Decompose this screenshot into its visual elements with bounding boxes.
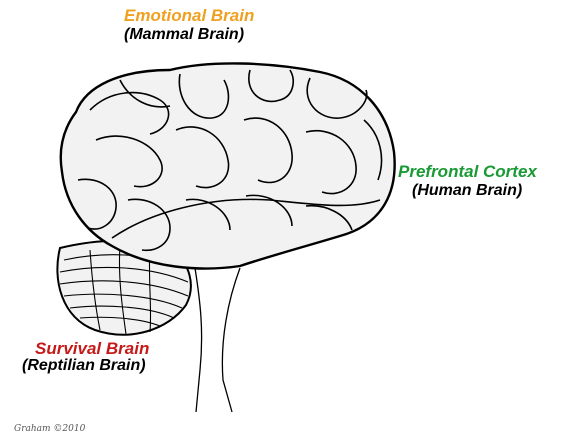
reptilian-brain-label: (Reptilian Brain) xyxy=(22,357,146,374)
prefrontal-cortex-label: Prefrontal Cortex xyxy=(398,162,537,181)
mammal-brain-label: (Mammal Brain) xyxy=(124,26,245,43)
cerebrum xyxy=(59,62,396,270)
survival-brain-label: Survival Brain xyxy=(35,339,150,358)
brainstem xyxy=(194,267,241,413)
human-brain-label: (Human Brain) xyxy=(412,182,523,199)
emotional-brain-label: Emotional Brain xyxy=(124,6,255,25)
artist-signature: Graham ©2010 xyxy=(14,424,86,434)
